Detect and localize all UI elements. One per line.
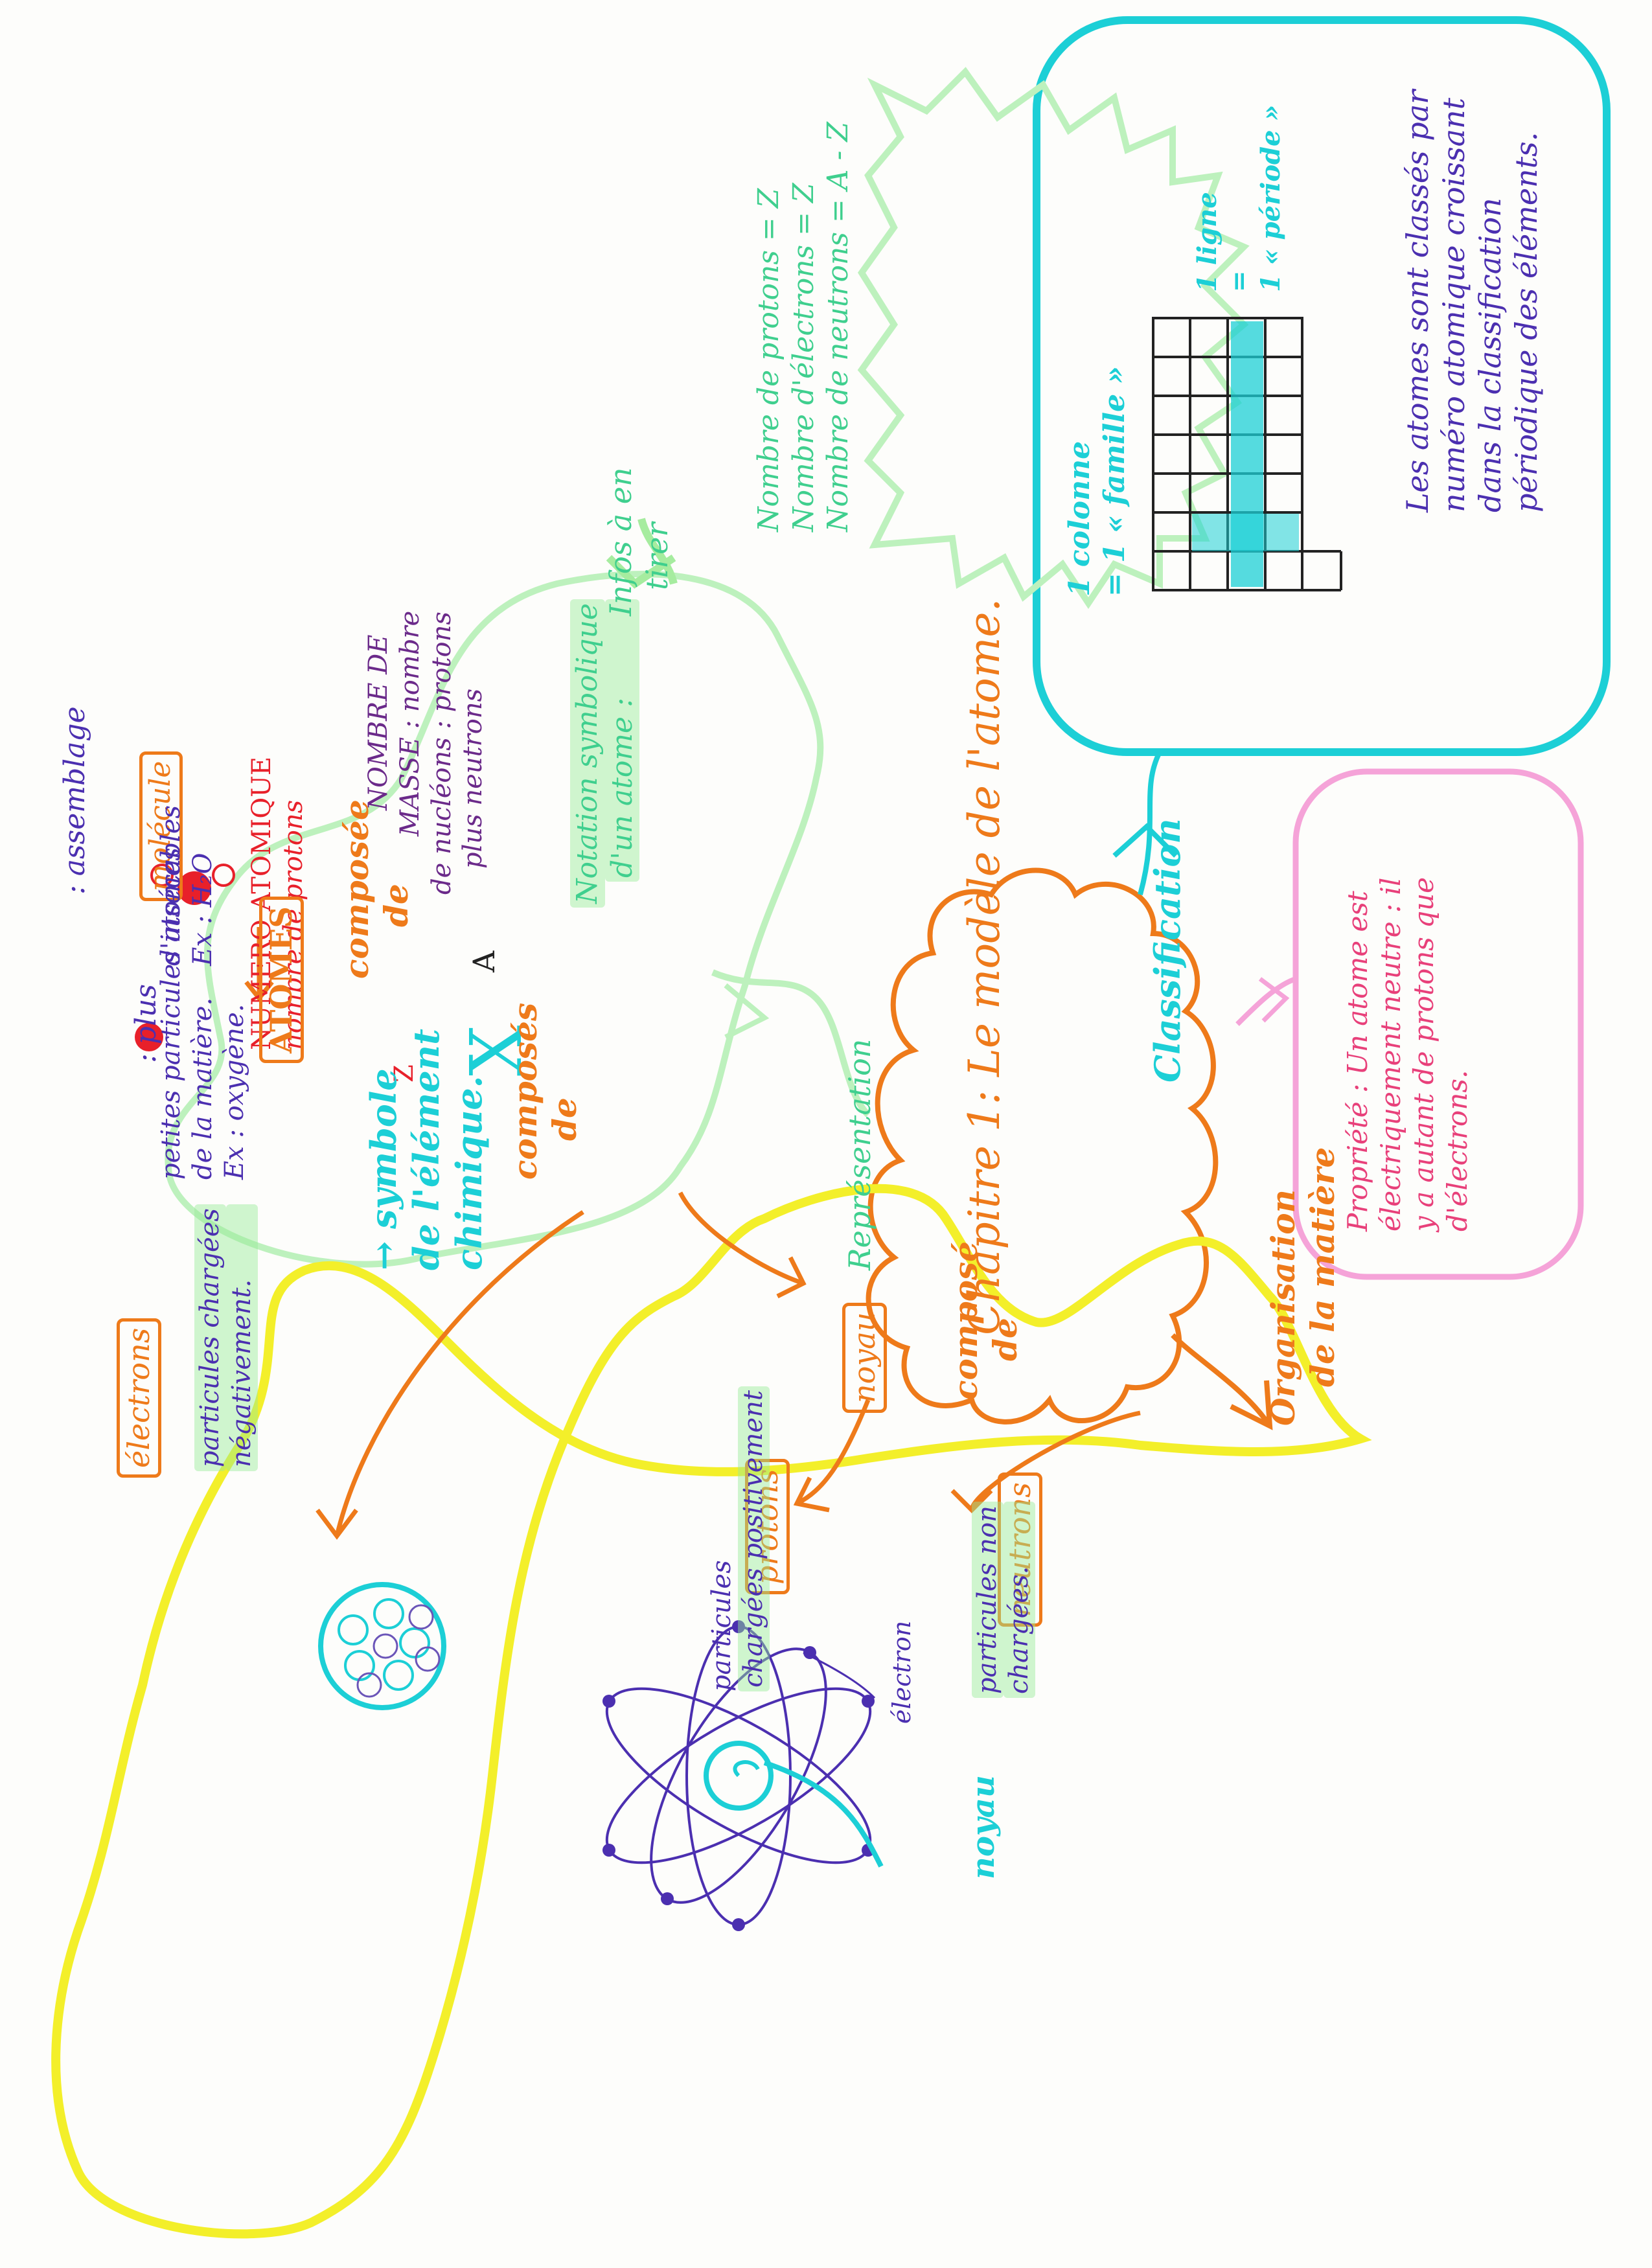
infos-label: Infos à en tirer xyxy=(602,467,675,616)
branch-organisation: Organisation de la matière xyxy=(1263,1147,1342,1426)
periodic-column-highlight xyxy=(1192,514,1299,551)
classification-line4: périodique des éléments. xyxy=(1509,132,1544,512)
atomes-box: ATOMES xyxy=(259,897,304,1063)
infos-line1: Infos à en xyxy=(603,467,638,616)
neutrons-def: particules non chargées. xyxy=(972,1502,1035,1698)
composes-2: de xyxy=(545,1097,584,1141)
noyau-box: noyau xyxy=(842,1302,888,1413)
propriete-line4: d'électrons. xyxy=(1441,1070,1473,1231)
propriete-box xyxy=(1292,768,1584,1280)
notation-title: Notation symbolique d'un atome : xyxy=(570,599,640,908)
composee-1: composée xyxy=(338,799,376,979)
col-label-1: 1 colonne xyxy=(1063,441,1096,597)
neutrons-def-1: particules non xyxy=(972,1502,1004,1698)
classification-line1: Les atomes sont classés par xyxy=(1400,89,1435,512)
infos-protons: Nombre de protons = Z xyxy=(752,188,785,532)
atomes-label: ATOMES xyxy=(259,897,304,1063)
infos-neutrons: Nombre de neutrons = A - Z xyxy=(821,122,855,532)
representation-connector xyxy=(711,969,871,1117)
branch-organisation-line1: Organisation xyxy=(1264,1189,1302,1426)
noyau-compose-2: de xyxy=(986,1318,1024,1361)
title-text: Chapitre 1: Le modèle de l'atome. xyxy=(959,598,1009,1335)
electrons-def-2: négativement. xyxy=(225,1204,258,1471)
infos-connector xyxy=(637,518,678,585)
protons-def-1: particules xyxy=(707,1560,737,1691)
nucleus-drawing xyxy=(318,1582,446,1710)
classification-text: Les atomes sont classés par numéro atomi… xyxy=(1399,90,1544,512)
propriete-connector xyxy=(1235,976,1297,1026)
classification-connector xyxy=(1138,751,1162,896)
composes-1: composés xyxy=(506,1002,544,1180)
noyau-compose-1: composé xyxy=(946,1241,985,1400)
composee-2: de xyxy=(377,884,415,927)
row-label-3: 1 « période » xyxy=(1255,104,1286,292)
infos-electrons: Nombre d'électrons = Z xyxy=(786,183,820,532)
row-label-1: 1 ligne xyxy=(1192,192,1222,292)
electrons-def: particules chargées négativement. xyxy=(194,1204,258,1471)
infos-list: Nombre de protons = Z Nombre d'électrons… xyxy=(751,122,856,532)
protons-def-2: chargées positivement xyxy=(737,1386,770,1691)
atomes-def: petites particules insécables de la mati… xyxy=(155,805,250,1180)
classification-line3: dans la classification xyxy=(1473,198,1508,512)
periodic-column-label: 1 colonne = 1 « famille » xyxy=(1062,366,1132,597)
notation-blob xyxy=(165,571,824,1268)
propriete-line3: y a autant de protons que xyxy=(1408,876,1440,1231)
atomes-def-2: petites particules insécables xyxy=(156,805,186,1180)
branch-representation: Représentation xyxy=(842,1038,877,1270)
organisation-blob xyxy=(51,1184,1372,2239)
atom-nucleus-spiral xyxy=(704,1741,774,1811)
branch-organisation-line2: de la matière xyxy=(1303,1147,1342,1387)
title-cloud xyxy=(866,867,1219,1425)
atom-label-electron: électron xyxy=(888,1620,916,1724)
masse-line3: de nucléons : protons xyxy=(426,612,457,895)
periodic-row-label: 1 ligne = 1 « période » xyxy=(1192,105,1287,292)
organisation-connector xyxy=(1171,1333,1272,1428)
notation-A: A xyxy=(466,950,501,972)
electrons-def-1: particules chargées xyxy=(194,1204,226,1471)
protons-def: particules chargées positivement xyxy=(706,1386,770,1691)
atomes-def-3: de la matière. xyxy=(187,997,218,1180)
electrons-label: électrons xyxy=(117,1318,162,1478)
map-title: Chapitre 1: Le modèle de l'atome. xyxy=(959,599,1011,1335)
classification-box xyxy=(1033,16,1611,756)
notation-symbole: → symbole de l'élément chimique. xyxy=(363,1029,491,1270)
oxygen-atom-dot xyxy=(135,1023,163,1051)
atom-label-noyau: noyau xyxy=(965,1775,1002,1879)
molecule-def-1: : assemblage xyxy=(58,706,91,895)
propriete-line1: Propriété : Un atome est xyxy=(1342,891,1373,1231)
composes: composés de xyxy=(505,1003,584,1180)
classification-line2: numéro atomique croissant xyxy=(1436,97,1472,512)
branch-classification: Classification xyxy=(1147,818,1188,1082)
symbole-line2: de l'élément xyxy=(405,1029,447,1270)
row-label-2: = xyxy=(1223,270,1254,292)
propriete-line2: électriquement neutre : il xyxy=(1375,877,1407,1231)
water-molecule-drawing xyxy=(150,864,235,905)
masse-line4: plus neutrons xyxy=(458,688,488,869)
symbole-line3: chimique. xyxy=(448,1075,490,1270)
electrons-box: électrons xyxy=(117,1318,162,1478)
col-label-2: = 1 « famille » xyxy=(1097,366,1131,597)
noyau-compose: composé de xyxy=(946,1241,1025,1400)
propriete-text: Propriété : Un atome est électriquement … xyxy=(1341,877,1474,1231)
atomes-ex: Ex : oxygène. xyxy=(219,1003,249,1180)
symbole-line1: → symbole xyxy=(363,1068,404,1270)
infos-spiky-shape xyxy=(857,67,1250,610)
notation-title-line1: Notation symbolique xyxy=(570,599,605,908)
infos-line2: tirer xyxy=(639,522,675,590)
composee: composée de xyxy=(337,799,416,979)
noyau-label: noyau xyxy=(842,1302,888,1413)
neutrons-def-2: chargées. xyxy=(1003,1502,1035,1698)
notation-title-line2: d'un atome : xyxy=(604,599,640,882)
